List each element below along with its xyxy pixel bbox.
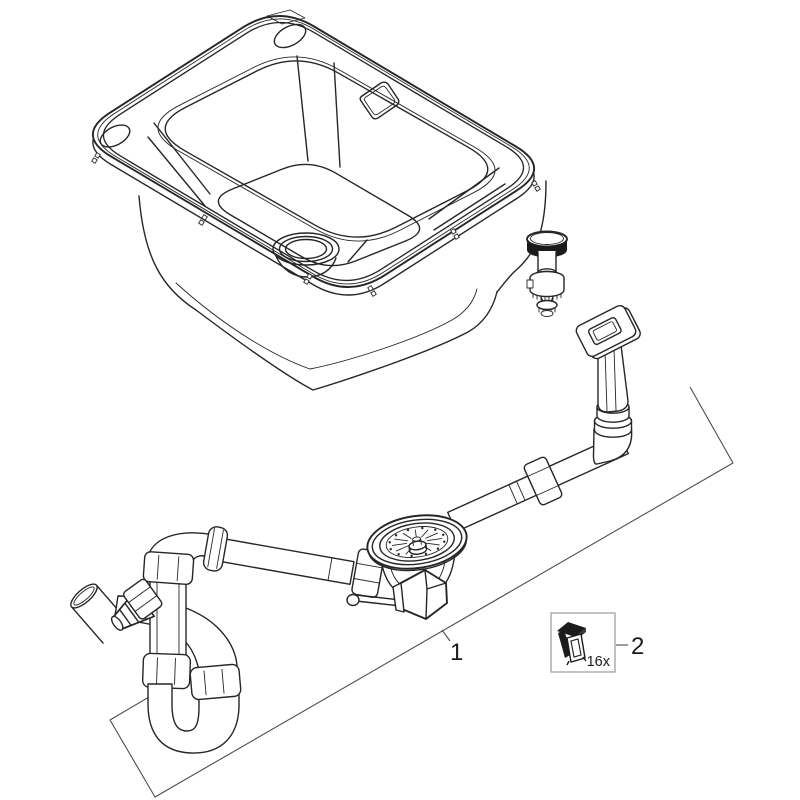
callout-1-label: 1 — [450, 639, 463, 666]
trap-inlet-pipe — [213, 537, 355, 585]
drain-outlet-elbow — [392, 569, 448, 620]
strainer-flange — [366, 514, 468, 572]
knob-collar-clamp — [526, 279, 534, 289]
callout-2: 16x 2 — [550, 612, 644, 673]
handle-plate — [575, 304, 641, 360]
faucet-hole-icon — [99, 124, 131, 148]
trap-collar — [202, 526, 229, 572]
tee-nut — [122, 578, 163, 620]
wall-pipe — [70, 583, 129, 644]
u-bend-nut — [189, 663, 242, 701]
trap-lower-nut — [141, 652, 192, 690]
trap-siphon-icon — [70, 526, 385, 754]
rim-clip-marks — [91, 152, 541, 297]
pipe-nut — [523, 456, 563, 506]
mounting-clip-icon — [557, 622, 587, 666]
kitchen-sink-illustration — [91, 9, 547, 391]
overflow-cutout — [359, 81, 400, 120]
callout-2-label: 2 — [631, 633, 644, 660]
strainer-center-knob — [408, 536, 428, 555]
callout-1: 1 — [441, 629, 463, 666]
plane-edge — [109, 386, 734, 798]
actuator-handle-icon — [575, 304, 641, 465]
popup-cable-core — [470, 315, 548, 508]
popup-knob-icon — [470, 230, 568, 508]
reference-plane-outline — [109, 386, 734, 798]
knob-cap-band — [527, 239, 567, 258]
basket-strainer-icon — [346, 514, 468, 620]
callout-1-tick — [441, 629, 451, 642]
bowl-wall-lines — [147, 55, 506, 263]
strainer-holes — [388, 526, 446, 558]
u-bend — [147, 683, 240, 754]
faucet-hole-icon — [273, 23, 307, 49]
trap-top-nut — [142, 551, 195, 586]
rim-corner-patch — [266, 9, 306, 25]
bowl-floor — [217, 163, 421, 267]
sink-underside — [138, 180, 547, 391]
clip-quantity-label: 16x — [587, 654, 611, 670]
bowl-drain-recess — [272, 232, 340, 278]
